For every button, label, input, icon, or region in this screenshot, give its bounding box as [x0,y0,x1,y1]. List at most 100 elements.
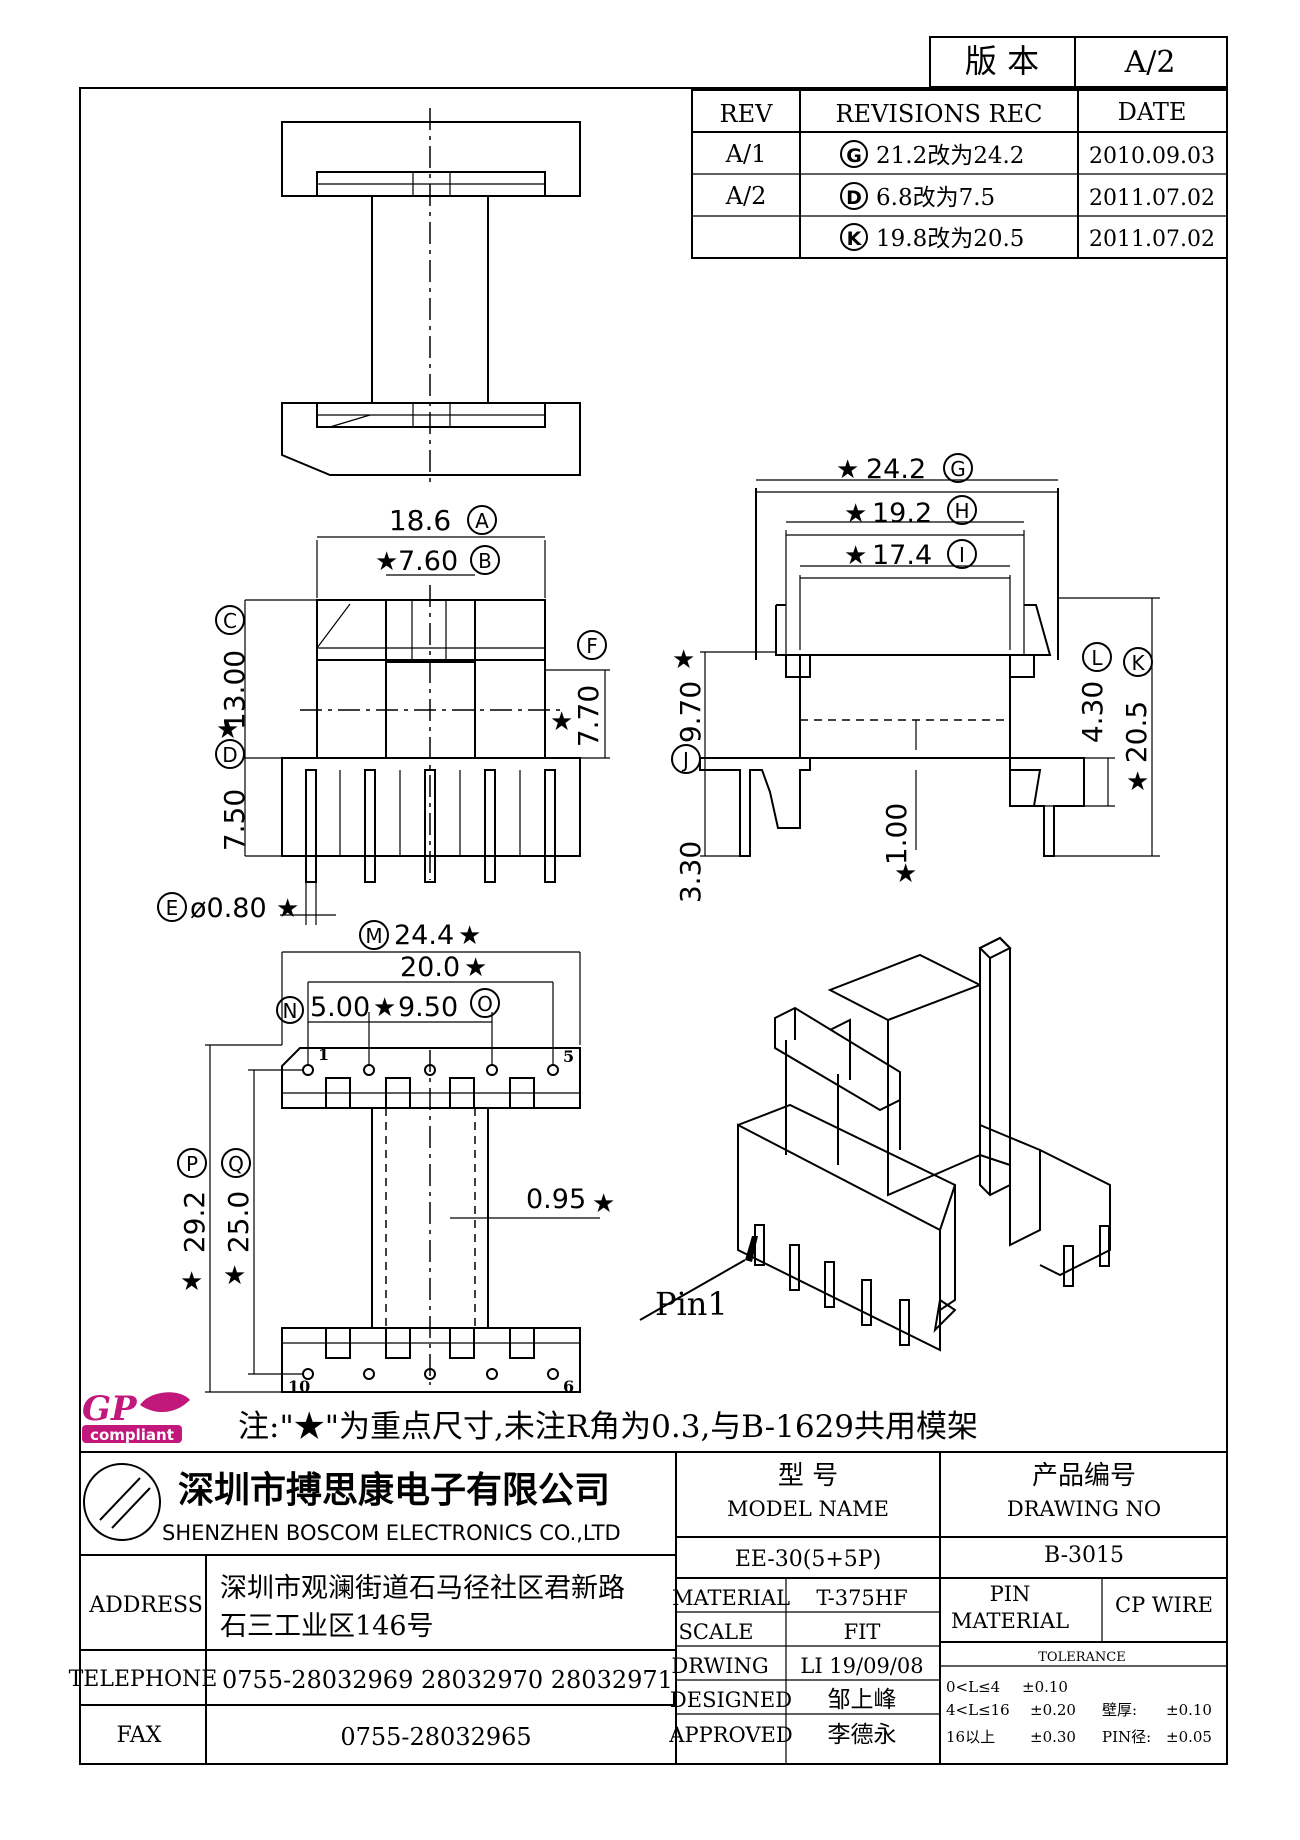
title-block: 深圳市搏思康电子有限公司 SHENZHEN BOSCOM ELECTRONICS… [69,1451,1227,1764]
spec-value-drwing: LI 19/09/08 [800,1654,923,1678]
gp-logo-text: GP [82,1389,138,1429]
spec-value-material: T-375HF [816,1586,907,1610]
dim-k: 20.5 [1120,701,1153,763]
pin-label-6: 6 [563,1377,574,1396]
bottom-view: 1 5 10 6 M 24.4 ★ 20.0 ★ [177,920,615,1396]
spec-label-material: MATERIAL [672,1586,790,1610]
rev-mark-1: G [846,145,862,167]
star-p: ★ [180,1267,203,1297]
tol-pin-value: ±0.05 [1166,1728,1212,1746]
model-label-en: MODEL NAME [727,1497,889,1521]
dim-c: 13.00 [218,650,251,730]
pin-hole [424,1368,436,1380]
drawing-no-value: B-3015 [1044,1543,1124,1568]
tol-range-1: 0<L≤4 [946,1678,1000,1696]
address-label: ADDRESS [88,1593,203,1618]
dim-n-mark: N [283,999,298,1023]
dim-o: 9.50 [398,992,458,1023]
isometric-view: Pin1 [639,936,1111,1352]
rev-mark-3: K [847,228,863,250]
gp-logo-caption: compliant [90,1426,174,1444]
star-o: ★ [373,993,396,1023]
tolerance-title: TOLERANCE [1038,1650,1125,1665]
dim-q: 25.0 [222,1191,255,1253]
gp-logo-band [82,1425,182,1443]
dim-one: 1.00 [880,803,913,865]
star-f: ★ [550,707,573,737]
fax-label: FAX [117,1723,162,1748]
star-j: ★ [672,645,695,675]
dim-f-mark: F [586,634,598,658]
dim-o-mark: O [477,992,493,1016]
rev-date-2: 2011.07.02 [1089,186,1215,211]
dim-n: 5.00 [310,992,370,1023]
rev-row-2: A/2 [725,182,767,210]
star-h: ★ [844,499,867,529]
tol-range-3: 16以上 [946,1728,995,1746]
star-b: ★ [375,547,398,577]
star-g: ★ [836,455,859,485]
dim-j: 9.70 [674,681,707,743]
star-i: ★ [844,541,867,571]
dim-j2: 3.30 [674,841,707,903]
pin-hole [547,1064,559,1076]
rev-text-1: 21.2改为24.2 [876,143,1024,169]
top-view [281,108,581,488]
spec-label-designed: DESIGNED [670,1688,792,1712]
star-20: ★ [464,953,487,983]
model-label-cn: 型 号 [778,1461,838,1491]
address-line-2: 石三工业区146号 [220,1611,434,1642]
spec-label-drwing: DRWING [671,1654,768,1678]
spec-label-scale: SCALE [679,1620,754,1644]
dim-d-mark: D [222,743,237,767]
revisions-header: REVISIONS REC [835,100,1042,128]
tol-range-2: 4<L≤16 [946,1701,1010,1719]
star-c: ★ [216,715,239,745]
star-q: ★ [223,1261,246,1291]
pin-hole [302,1064,314,1076]
tol-pin-label: PIN径: [1102,1728,1151,1746]
company-name-cn: 深圳市搏思康电子有限公司 [178,1469,610,1511]
star-m: ★ [458,921,481,951]
model-value: EE-30(5+5P) [735,1547,881,1572]
spec-value-scale: FIT [844,1620,881,1644]
dim-q-mark: Q [228,1152,244,1176]
gp-compliant-logo: GP compliant [82,1389,190,1444]
dim-i-mark: I [959,543,965,567]
rev-row-1: A/1 [725,140,767,168]
rev-text-2: 6.8改为7.5 [876,185,995,211]
telephone-label: TELEPHONE [69,1667,218,1692]
pin-label-5: 5 [563,1047,574,1066]
rev-header: REV [720,100,774,128]
pin1-marker [745,1236,758,1262]
fax-value: 0755-28032965 [340,1723,531,1751]
dim-a: 18.6 [389,504,451,537]
dim-p-mark: P [186,1152,198,1176]
pin-material-label-1: PIN [990,1582,1031,1606]
front-view-pins [305,769,556,883]
revision-table: REV REVISIONS REC DATE A/1 G 21.2改为24.2 … [691,89,1228,259]
pin-hole [486,1064,498,1076]
drawing-no-label-cn: 产品编号 [1032,1461,1136,1491]
dim-p: 29.2 [178,1191,211,1253]
tol-value-1: ±0.10 [1022,1678,1068,1696]
dim-j-mark: J [681,748,689,772]
dim-e-mark: E [166,896,179,920]
dim-t: 0.95 [526,1184,586,1215]
pin-label-1: 1 [318,1045,329,1064]
version-value: A/2 [1124,45,1176,80]
dim-g-mark: G [950,457,966,481]
spec-value-approved: 李德永 [828,1722,897,1748]
dim-b: 7.60 [398,546,458,577]
star-e: ★ [276,894,299,924]
star-one: ★ [894,859,917,889]
dim-f: 7.70 [572,685,605,747]
pin-material-label-2: MATERIAL [951,1609,1069,1633]
tol-wall-value: ±0.10 [1166,1701,1212,1719]
dim-20: 20.0 [400,952,460,983]
dim-a-mark: A [475,509,489,533]
rev-date-3: 2011.07.02 [1089,227,1215,252]
sheet-frame [79,87,1228,1765]
leaf-icon [140,1392,190,1413]
